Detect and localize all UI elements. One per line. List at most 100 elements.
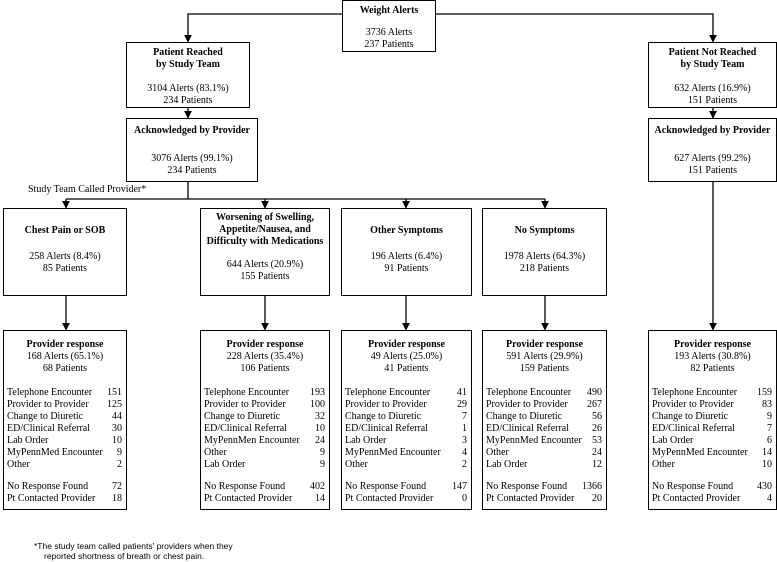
pt-contacted-label: Pt Contacted Provider: [345, 493, 434, 504]
response-item-value: 9: [767, 411, 772, 422]
pt-contacted-value: 18: [112, 493, 122, 504]
category-title-line-2: Appetite/Nausea, and: [219, 224, 311, 235]
response-item-value: 193: [310, 387, 325, 398]
response-item-value: 2: [117, 459, 122, 470]
response-item-label: Lab Order: [652, 435, 694, 446]
response-item-label: Lab Order: [204, 459, 246, 470]
response-item-value: 24: [315, 435, 325, 446]
response-item-label: Telephone Encounter: [652, 387, 738, 398]
weight-alerts-box: Weight Alerts 3736 Alerts 237 Patients: [342, 0, 436, 52]
response-item-value: 2: [462, 459, 467, 470]
no-response-value: 147: [452, 481, 467, 492]
patient-reached-box: Patient Reached by Study Team 3104 Alert…: [126, 42, 250, 108]
provider-response-title: Provider response: [368, 339, 445, 350]
response-item-label: ED/Clinical Referral: [486, 423, 570, 434]
response-item-label: Change to Diuretic: [652, 411, 729, 422]
response-item-label: Telephone Encounter: [204, 387, 290, 398]
provider-response-not-reached-box: Provider response 193 Alerts (30.8%) 82 …: [648, 330, 777, 510]
category-patients: 85 Patients: [42, 263, 88, 274]
category-no-symptoms-box: No Symptoms 1978 Alerts (64.3%) 218 Pati…: [482, 208, 607, 296]
pt-contacted-value: 14: [315, 493, 325, 504]
response-item-value: 30: [112, 423, 122, 434]
no-response-label: No Response Found: [652, 481, 734, 492]
category-patients: 91 Patients: [384, 263, 429, 274]
response-item-value: 10: [762, 459, 772, 470]
provider-response-chest-pain-box: Provider response 168 Alerts (65.1%) 68 …: [3, 330, 127, 510]
response-item-value: 10: [315, 423, 325, 434]
provider-response-other-symptoms-box: Provider response 49 Alerts (25.0%) 41 P…: [341, 330, 472, 510]
pt-contacted-label: Pt Contacted Provider: [652, 493, 741, 504]
response-item-value: 10: [112, 435, 122, 446]
provider-response-alerts: 49 Alerts (25.0%): [370, 351, 443, 362]
response-item-value: 83: [762, 399, 772, 410]
category-title-line-3: Difficulty with Medications: [206, 236, 324, 247]
category-title: No Symptoms: [514, 225, 575, 236]
acknowledged-left-box: Acknowledged by Provider 3076 Alerts (99…: [126, 118, 258, 182]
provider-response-patients: 82 Patients: [690, 363, 735, 374]
response-item-label: Other: [345, 459, 368, 470]
provider-response-title: Provider response: [674, 339, 751, 350]
patient-not-reached-title-1: Patient Not Reached: [668, 47, 757, 58]
no-response-value: 72: [112, 481, 122, 492]
response-item-label: Provider to Provider: [486, 399, 568, 410]
response-item-label: MyPennMen Encounter: [204, 435, 300, 446]
response-item-value: 7: [462, 411, 467, 422]
response-item-label: MyPennMed Encounter: [486, 435, 582, 446]
response-item-label: Change to Diuretic: [7, 411, 84, 422]
patient-not-reached-alerts: 632 Alerts (16.9%): [674, 83, 751, 94]
response-item-value: 6: [767, 435, 772, 446]
response-item-value: 26: [592, 423, 602, 434]
response-item-value: 41: [457, 387, 467, 398]
acknowledged-right-alerts: 627 Alerts (99.2%): [674, 153, 751, 164]
patient-reached-title-1: Patient Reached: [153, 47, 223, 58]
response-item-label: Lab Order: [345, 435, 387, 446]
category-chest-pain-box: Chest Pain or SOB 258 Alerts (8.4%) 85 P…: [3, 208, 127, 296]
response-item-label: Provider to Provider: [7, 399, 89, 410]
pt-contacted-label: Pt Contacted Provider: [204, 493, 293, 504]
response-item-value: 32: [315, 411, 325, 422]
provider-response-title: Provider response: [226, 339, 304, 350]
response-item-value: 56: [592, 411, 602, 422]
no-response-value: 430: [757, 481, 772, 492]
footnote-line-2: reported shortness of breath or chest pa…: [44, 551, 205, 561]
response-item-label: ED/Clinical Referral: [345, 423, 429, 434]
no-response-value: 1366: [582, 481, 602, 492]
response-item-label: Change to Diuretic: [345, 411, 422, 422]
response-item-value: 1: [462, 423, 467, 434]
response-item-value: 24: [592, 447, 602, 458]
response-item-value: 9: [117, 447, 122, 458]
response-item-value: 4: [462, 447, 467, 458]
study-team-called-label: Study Team Called Provider*: [28, 184, 147, 195]
pt-contacted-value: 0: [462, 493, 467, 504]
provider-response-alerts: 168 Alerts (65.1%): [26, 351, 104, 362]
patient-reached-title-2: by Study Team: [156, 59, 220, 70]
category-title-line-1: Worsening of Swelling,: [215, 212, 315, 223]
response-item-label: Telephone Encounter: [345, 387, 431, 398]
category-title: Other Symptoms: [370, 225, 443, 236]
acknowledged-left-patients: 234 Patients: [167, 165, 217, 176]
acknowledged-right-title: Acknowledged by Provider: [654, 125, 771, 136]
response-item-value: 9: [320, 459, 325, 470]
response-item-label: ED/Clinical Referral: [7, 423, 91, 434]
response-item-value: 9: [320, 447, 325, 458]
response-item-label: Other: [486, 447, 509, 458]
response-item-value: 53: [592, 435, 602, 446]
response-item-label: Other: [204, 447, 227, 458]
response-item-value: 14: [762, 447, 772, 458]
response-item-value: 7: [767, 423, 772, 434]
acknowledged-left-alerts: 3076 Alerts (99.1%): [151, 153, 233, 164]
response-item-label: Change to Diuretic: [486, 411, 563, 422]
no-response-label: No Response Found: [486, 481, 568, 492]
pt-contacted-value: 20: [592, 493, 602, 504]
response-item-label: MyPennMed Encounter: [7, 447, 103, 458]
acknowledged-left-title: Acknowledged by Provider: [134, 125, 250, 136]
response-item-label: Provider to Provider: [345, 399, 427, 410]
provider-response-patients: 159 Patients: [519, 363, 570, 374]
response-item-value: 29: [457, 399, 467, 410]
response-item-label: Lab Order: [486, 459, 528, 470]
category-alerts: 644 Alerts (20.9%): [226, 259, 304, 270]
response-item-value: 125: [107, 399, 122, 410]
response-item-label: Provider to Provider: [652, 399, 734, 410]
pt-contacted-label: Pt Contacted Provider: [486, 493, 575, 504]
